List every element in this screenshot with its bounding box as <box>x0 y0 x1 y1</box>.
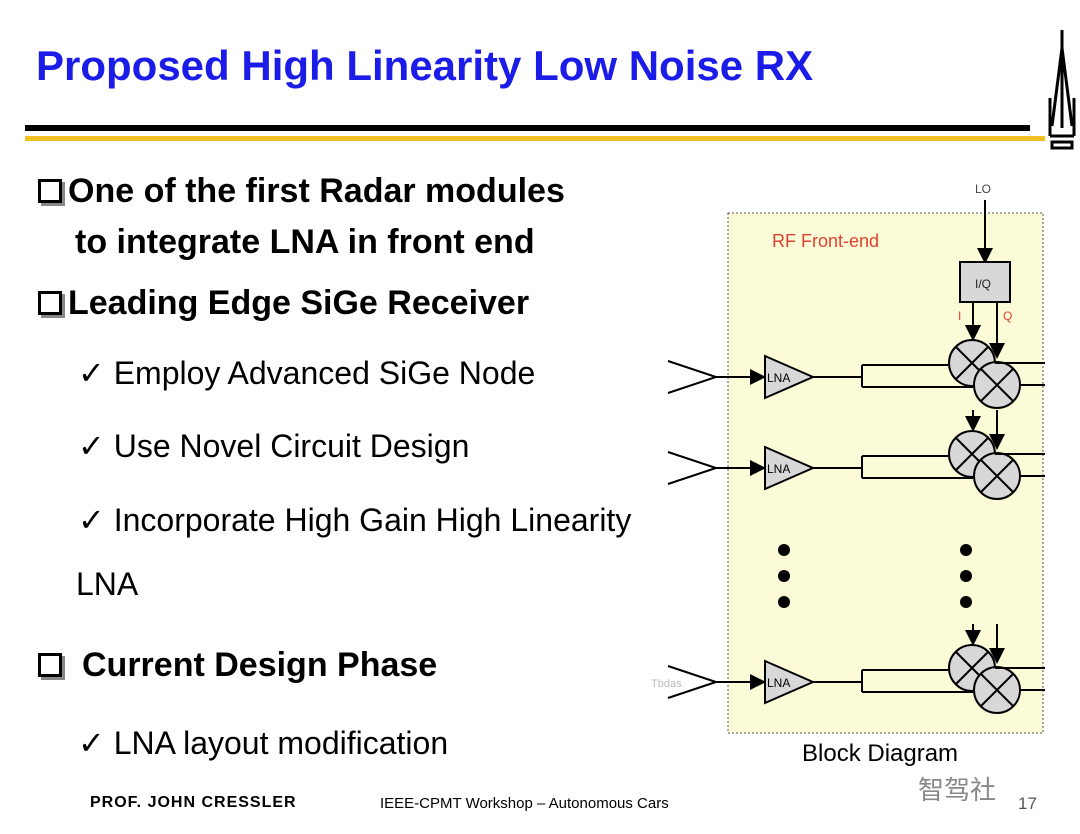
lna-block <box>764 445 816 491</box>
antenna-icon <box>667 451 720 485</box>
slide-title: Proposed High Linearity Low Noise RX <box>36 42 814 89</box>
bullet-1-cont: to integrate LNA in front end <box>75 223 535 261</box>
bullet-text: Leading Edge SiGe Receiver <box>68 284 530 322</box>
lo-label: LO <box>975 182 991 196</box>
logo-icon <box>1048 30 1076 150</box>
lna-block <box>764 354 816 400</box>
subitem: ✓ Employ Advanced SiGe Node <box>78 355 536 391</box>
lna-label: LNA <box>767 462 790 476</box>
bullet-1: One of the first Radar modules <box>38 172 565 211</box>
subitem: ✓ LNA layout modification <box>78 725 449 761</box>
footer-event: IEEE-CPMT Workshop – Autonomous Cars <box>380 795 669 812</box>
watermark: 智驾社 <box>918 775 997 805</box>
title-divider-yellow <box>25 136 1045 141</box>
lna-label: LNA <box>767 371 790 385</box>
title-divider-black <box>25 125 1030 131</box>
checkbox-bullet-icon <box>38 291 62 315</box>
tx-label: Tbdas <box>651 678 682 690</box>
lna-block <box>764 659 816 705</box>
checkbox-bullet-icon <box>38 653 62 677</box>
subitem: ✓ Incorporate High Gain High Linearity <box>78 502 632 538</box>
bullet-3: Current Design Phase <box>38 646 437 685</box>
q-label: Q <box>1003 309 1012 323</box>
i-label: I <box>958 309 961 323</box>
bullet-text: One of the first Radar modules <box>68 172 565 210</box>
bullet-2: Leading Edge SiGe Receiver <box>38 284 529 323</box>
iq-block <box>959 261 1011 303</box>
antenna-icon <box>667 360 720 394</box>
footer-author: PROF. JOHN CRESSLER <box>90 794 297 811</box>
subitem-cont: LNA <box>76 566 139 602</box>
bullet-text: Current Design Phase <box>82 646 438 684</box>
iq-label: I/Q <box>975 277 991 291</box>
lna-label: LNA <box>767 676 790 690</box>
checkbox-bullet-icon <box>38 179 62 203</box>
ellipsis-dots <box>778 544 972 608</box>
subitem: ✓ Use Novel Circuit Design <box>78 428 470 464</box>
page-number: 17 <box>1018 794 1037 813</box>
diagram-caption: Block Diagram <box>802 740 959 767</box>
rf-frontend-label: RF Front-end <box>772 231 879 251</box>
